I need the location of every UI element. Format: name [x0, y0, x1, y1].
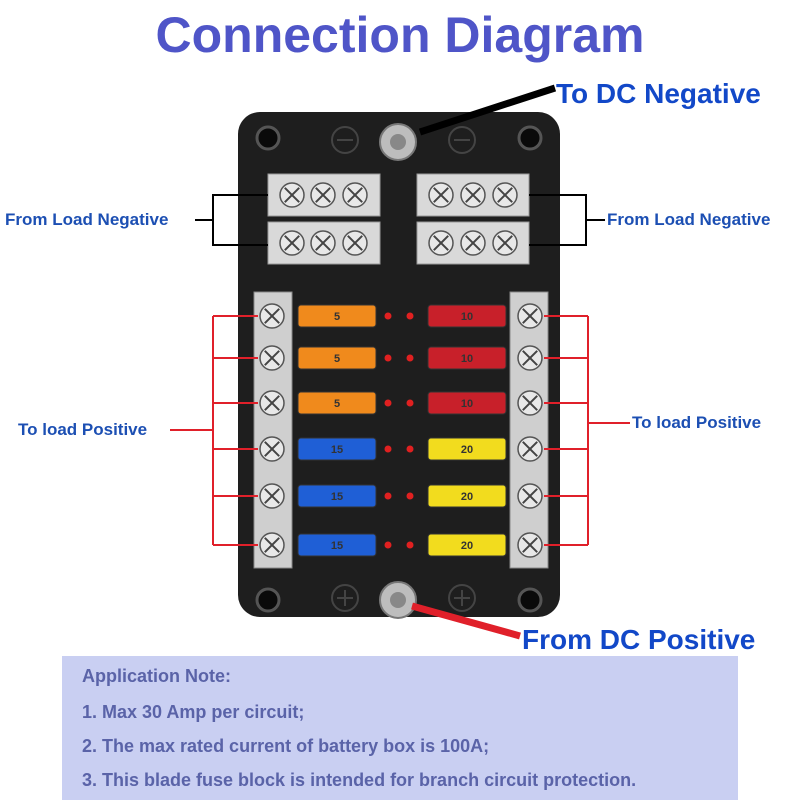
fuse-rating: 5	[334, 353, 340, 365]
screw-icon	[428, 182, 454, 208]
application-note-line-2: 2. The max rated current of battery box …	[82, 736, 490, 756]
led-icon	[384, 492, 392, 500]
terminal-screw-icon	[517, 345, 543, 371]
label-load-negative-left: From Load Negative	[5, 210, 169, 229]
led-icon	[384, 399, 392, 407]
fuse-right	[427, 304, 507, 328]
led-icon	[406, 492, 414, 500]
terminal-screw-icon	[517, 303, 543, 329]
dc-positive-wire	[411, 602, 521, 640]
terminal-screw-icon	[259, 390, 285, 416]
load-terminals	[259, 303, 543, 558]
fuse-left	[297, 346, 377, 370]
led-icon	[406, 445, 414, 453]
fuse-rating: 5	[334, 398, 340, 410]
fuse-left	[297, 304, 377, 328]
screw-icon	[310, 230, 336, 256]
led-icon	[384, 541, 392, 549]
fuse-rating: 10	[461, 353, 473, 365]
application-note-line-1: 1. Max 30 Amp per circuit;	[82, 702, 305, 722]
application-note-title: Application Note:	[82, 666, 231, 686]
fuse-rating: 20	[461, 444, 473, 456]
polarity-markings	[331, 126, 476, 612]
label-dc-positive: From DC Positive	[522, 624, 756, 655]
fuse-rating: 20	[461, 540, 473, 552]
screw-icon	[460, 182, 486, 208]
screw-icon	[492, 230, 518, 256]
screw-icon	[342, 230, 368, 256]
fuse-left	[297, 437, 377, 461]
led-icon	[406, 354, 414, 362]
terminal-screw-icon	[259, 436, 285, 462]
dc-negative-wire	[418, 84, 557, 136]
fuse-rating: 5	[334, 311, 340, 323]
fuse-left	[297, 533, 377, 557]
application-note-line-3: 3. This blade fuse block is intended for…	[82, 770, 637, 790]
label-load-positive-left: To load Positive	[18, 420, 148, 439]
screw-icon	[460, 230, 486, 256]
screw-icon	[492, 182, 518, 208]
terminal-screw-icon	[517, 483, 543, 509]
led-icon	[384, 312, 392, 320]
fuse-left	[297, 484, 377, 508]
indicator-leds	[384, 312, 414, 549]
diagram-title: Connection Diagram	[155, 7, 645, 63]
terminal-screw-icon	[259, 345, 285, 371]
led-icon	[406, 399, 414, 407]
fuse-right	[427, 533, 507, 557]
mounting-holes	[255, 125, 543, 613]
load-positive-brackets	[170, 315, 630, 546]
fuses: 5 10 5 10 5 10 15 20 15 20 15 20	[297, 304, 507, 557]
positive-stud-icon	[379, 581, 417, 619]
fuse-right	[427, 391, 507, 415]
negative-stud-icon	[379, 123, 417, 161]
fuse-rating: 10	[461, 311, 473, 323]
led-icon	[406, 541, 414, 549]
fuse-rating: 20	[461, 491, 473, 503]
screw-icon	[342, 182, 368, 208]
terminal-screw-icon	[517, 390, 543, 416]
load-negative-brackets	[195, 194, 605, 246]
negative-bus-screws	[279, 182, 518, 256]
led-icon	[384, 445, 392, 453]
terminal-screw-icon	[259, 303, 285, 329]
terminal-screw-icon	[259, 532, 285, 558]
label-dc-negative: To DC Negative	[556, 78, 761, 109]
right-terminal-strip	[509, 291, 549, 569]
screw-icon	[310, 182, 336, 208]
label-load-positive-right: To load Positive	[632, 413, 762, 432]
screw-icon	[279, 230, 305, 256]
application-note-panel: Application Note: 1. Max 30 Amp per circ…	[62, 656, 738, 800]
left-terminal-strip	[253, 291, 293, 569]
led-icon	[384, 354, 392, 362]
fuse-rating: 15	[331, 540, 343, 552]
led-icon	[406, 312, 414, 320]
fuse-left	[297, 391, 377, 415]
fuse-rating: 15	[331, 444, 343, 456]
fuse-right	[427, 484, 507, 508]
fuse-right	[427, 437, 507, 461]
screw-icon	[279, 182, 305, 208]
terminal-screw-icon	[517, 436, 543, 462]
fuse-right	[427, 346, 507, 370]
label-load-negative-right: From Load Negative	[607, 210, 771, 229]
terminal-screw-icon	[517, 532, 543, 558]
fuse-rating: 15	[331, 491, 343, 503]
fuse-rating: 10	[461, 398, 473, 410]
terminal-screw-icon	[259, 483, 285, 509]
screw-icon	[428, 230, 454, 256]
